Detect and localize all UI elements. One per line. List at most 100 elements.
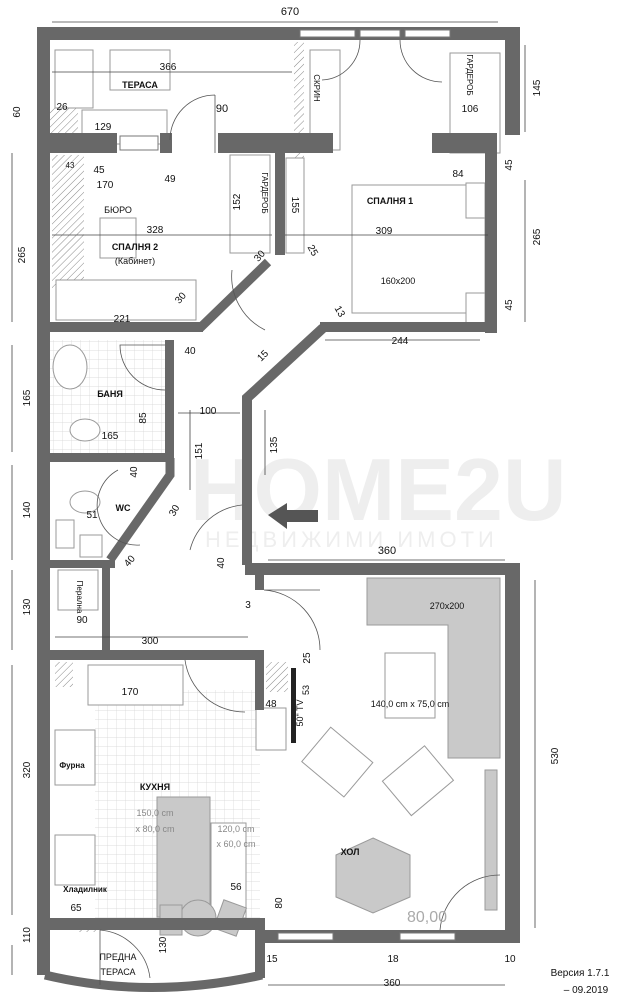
corner-sofa [366, 577, 501, 759]
plan-label: 40 [184, 346, 196, 357]
plan-label: 366 [160, 62, 177, 73]
plan-label: 170 [97, 180, 114, 191]
plan-label: Перална [75, 581, 84, 614]
plan-label: x 80,0 cm [135, 824, 174, 834]
plan-label: 43 [66, 161, 75, 170]
bed [351, 184, 486, 314]
plan-label: БЮРО [104, 205, 132, 215]
wc-sink [55, 519, 75, 549]
plan-label: 90 [76, 615, 88, 626]
plan-label: 328 [147, 225, 164, 236]
plan-label: (Кабинет) [115, 256, 155, 266]
plan-label: ТЕРАСА [122, 80, 158, 90]
plan-label: 3 [245, 600, 251, 611]
dimension-lines [11, 21, 536, 986]
plan-label: ГАРДЕРОБ [465, 54, 474, 95]
plan-label: 85 [138, 412, 149, 424]
plan-label: 40 [129, 466, 140, 478]
doors [96, 39, 501, 985]
plan-label: 160x200 [381, 276, 416, 286]
plan-label: 165 [22, 389, 33, 406]
plan-label: 300 [142, 636, 159, 647]
plan-label: 80 [274, 897, 285, 909]
armchair-1 [301, 726, 374, 798]
fridge [54, 834, 96, 886]
dining-table [335, 837, 411, 914]
walls [37, 27, 520, 992]
plan-label: 80,00 [407, 909, 447, 926]
toilet-wc [69, 490, 101, 514]
plan-label: Фурна [59, 761, 85, 770]
kitchen-sink-counter [87, 664, 184, 706]
plan-label: 120,0 cm [217, 824, 254, 834]
nightstand-1 [465, 182, 486, 219]
wardrobe-bedroom1 [285, 157, 305, 254]
plan-label: – 09.2019 [564, 985, 609, 996]
plan-label: 100 [200, 406, 217, 417]
plan-label: КУХНЯ [140, 782, 170, 792]
plan-label: 170 [122, 687, 139, 698]
plan-label: 221 [114, 314, 131, 325]
nightstand-2 [465, 292, 486, 326]
plan-label: 48 [265, 699, 277, 710]
plan-label: x 60,0 cm [216, 839, 255, 849]
desk [99, 217, 137, 259]
plan-label: 15 [255, 348, 271, 364]
plan-label: 84 [452, 169, 464, 180]
plan-label: 129 [95, 122, 112, 133]
entrance-arrow-icon [268, 503, 318, 529]
wardrobe-bedroom2 [229, 154, 271, 254]
plan-label: 15 [266, 954, 278, 965]
plan-label: 45 [504, 299, 515, 311]
tv-cabinet [484, 769, 498, 911]
plan-label: СПАЛНЯ 1 [367, 196, 413, 206]
plan-label: 40 [216, 557, 227, 569]
plan-label: 320 [22, 761, 33, 778]
plan-label: 110 [22, 927, 33, 943]
sink [52, 344, 88, 390]
plan-label: 40 [122, 553, 138, 569]
plan-label: 360 [384, 978, 401, 989]
oven [54, 729, 96, 786]
watermark-logo: HOME2U НЕДВИЖИМИ ИМОТИ [190, 440, 567, 552]
plan-label: ГАРДЕРОБ [260, 172, 269, 213]
plan-label: 244 [392, 336, 409, 347]
plan-label: 360 [378, 545, 396, 557]
plan-label: 18 [387, 954, 399, 965]
plan-label: 53 [301, 685, 311, 695]
plan-label: 45 [504, 159, 515, 171]
plan-label: 165 [102, 431, 119, 442]
plan-label: 50" TV [295, 699, 305, 726]
plan-label: 30 [167, 503, 182, 519]
plan-label: 25 [305, 243, 320, 259]
plan-label: СКРИН [312, 74, 321, 102]
plan-label: 106 [462, 104, 479, 115]
plan-label: 56 [230, 882, 242, 893]
plan-label: ПРЕДНА [99, 952, 136, 962]
plan-label: 60 [12, 106, 23, 118]
plan-label: 145 [532, 79, 543, 96]
sofa-bedroom2 [55, 279, 197, 321]
plan-label: ХОЛ [341, 847, 360, 857]
plan-label: 45 [93, 165, 105, 176]
plan-label: 140,0 cm x 75,0 cm [371, 699, 450, 709]
plan-label: 130 [158, 936, 169, 953]
plan-label: 135 [269, 436, 280, 453]
plan-label: 309 [376, 226, 393, 237]
plan-label: 150,0 cm [136, 808, 173, 818]
washing-machine [57, 569, 99, 611]
plan-label: 670 [281, 6, 299, 18]
plan-label: 155 [289, 197, 300, 214]
plan-label: 130 [22, 598, 33, 615]
plan-label: 90 [216, 103, 228, 115]
svg-text:HOME2U: HOME2U [190, 440, 567, 539]
tv [291, 668, 296, 743]
toilet-bath [69, 418, 101, 442]
svg-text:НЕДВИЖИМИ ИМОТИ: НЕДВИЖИМИ ИМОТИ [205, 527, 498, 552]
armchair-2 [381, 745, 455, 817]
plan-label: WC [116, 503, 131, 513]
plan-label: Хладилник [63, 885, 108, 894]
plan-label: ТЕРАСА [100, 967, 135, 977]
terrace-table [109, 49, 171, 91]
